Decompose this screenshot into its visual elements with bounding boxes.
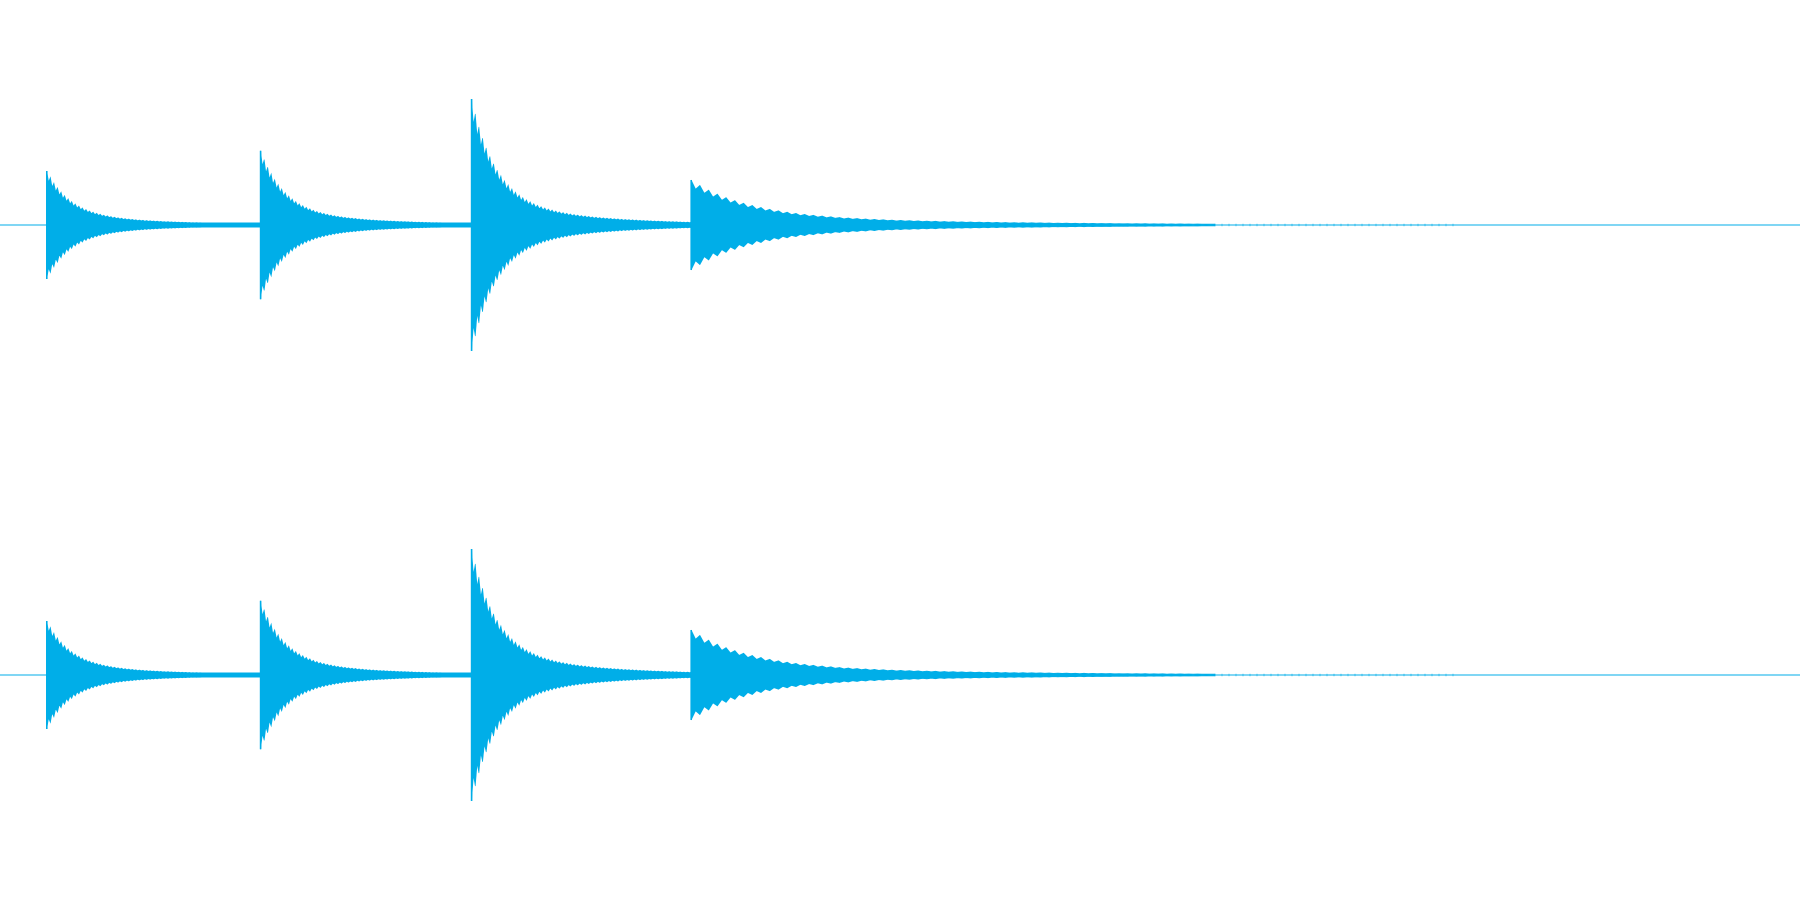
channel-1-onset-1-envelope bbox=[46, 170, 261, 280]
channel-2-onset-4-envelope bbox=[690, 629, 1216, 721]
channel-1-onset-4-envelope bbox=[690, 179, 1216, 271]
channel-2-onset-2-envelope bbox=[260, 600, 472, 750]
channel-1-onset-2-envelope bbox=[260, 150, 472, 300]
channel-1-onset-3-envelope bbox=[471, 98, 692, 352]
channel-2-onset-3-envelope bbox=[471, 548, 692, 802]
channel-2-onset-1-envelope bbox=[46, 620, 261, 730]
